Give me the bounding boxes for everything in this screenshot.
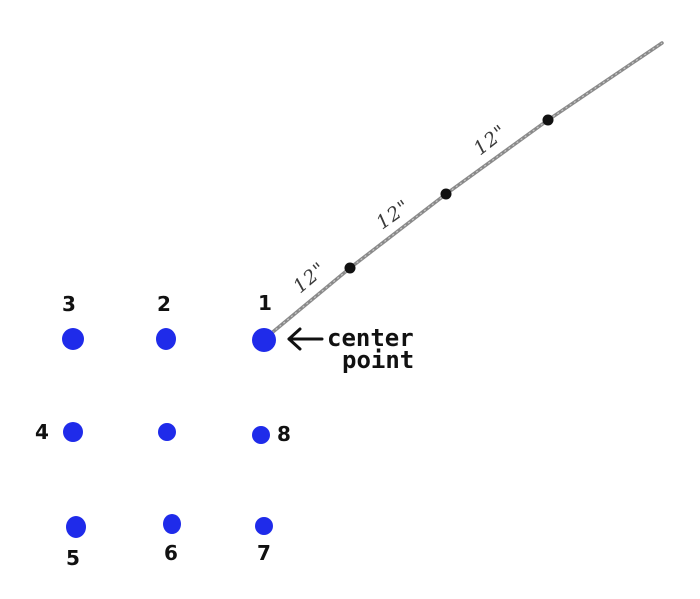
point-dot xyxy=(252,426,270,444)
point-label: 1 xyxy=(258,291,272,315)
point-label: 6 xyxy=(164,541,178,565)
point-label: 7 xyxy=(257,541,271,565)
point-dot xyxy=(63,422,83,442)
left-arrow-icon xyxy=(287,327,324,351)
point-label: 5 xyxy=(66,546,80,570)
line-marker xyxy=(440,188,452,200)
line-marker xyxy=(344,262,356,274)
measurement-label: 12" xyxy=(470,120,512,159)
point-dot xyxy=(255,517,273,535)
point-label: 4 xyxy=(35,420,49,444)
center-point-callout-line1: center xyxy=(327,324,414,352)
point-dot xyxy=(66,516,86,538)
point-label: 8 xyxy=(277,422,291,446)
point-dot xyxy=(158,423,176,441)
point-dot xyxy=(62,328,84,350)
measuring-line xyxy=(266,41,664,338)
point-dot xyxy=(156,328,176,350)
point-dot xyxy=(252,328,276,352)
line-marker xyxy=(542,114,554,126)
point-label: 3 xyxy=(62,292,76,316)
measuring-line-texture xyxy=(267,42,663,337)
measurement-label: 12" xyxy=(289,258,331,298)
point-dot xyxy=(163,514,181,534)
measurement-label: 12" xyxy=(372,195,414,234)
center-point-callout-line2: point xyxy=(342,346,414,374)
point-label: 2 xyxy=(157,292,171,316)
